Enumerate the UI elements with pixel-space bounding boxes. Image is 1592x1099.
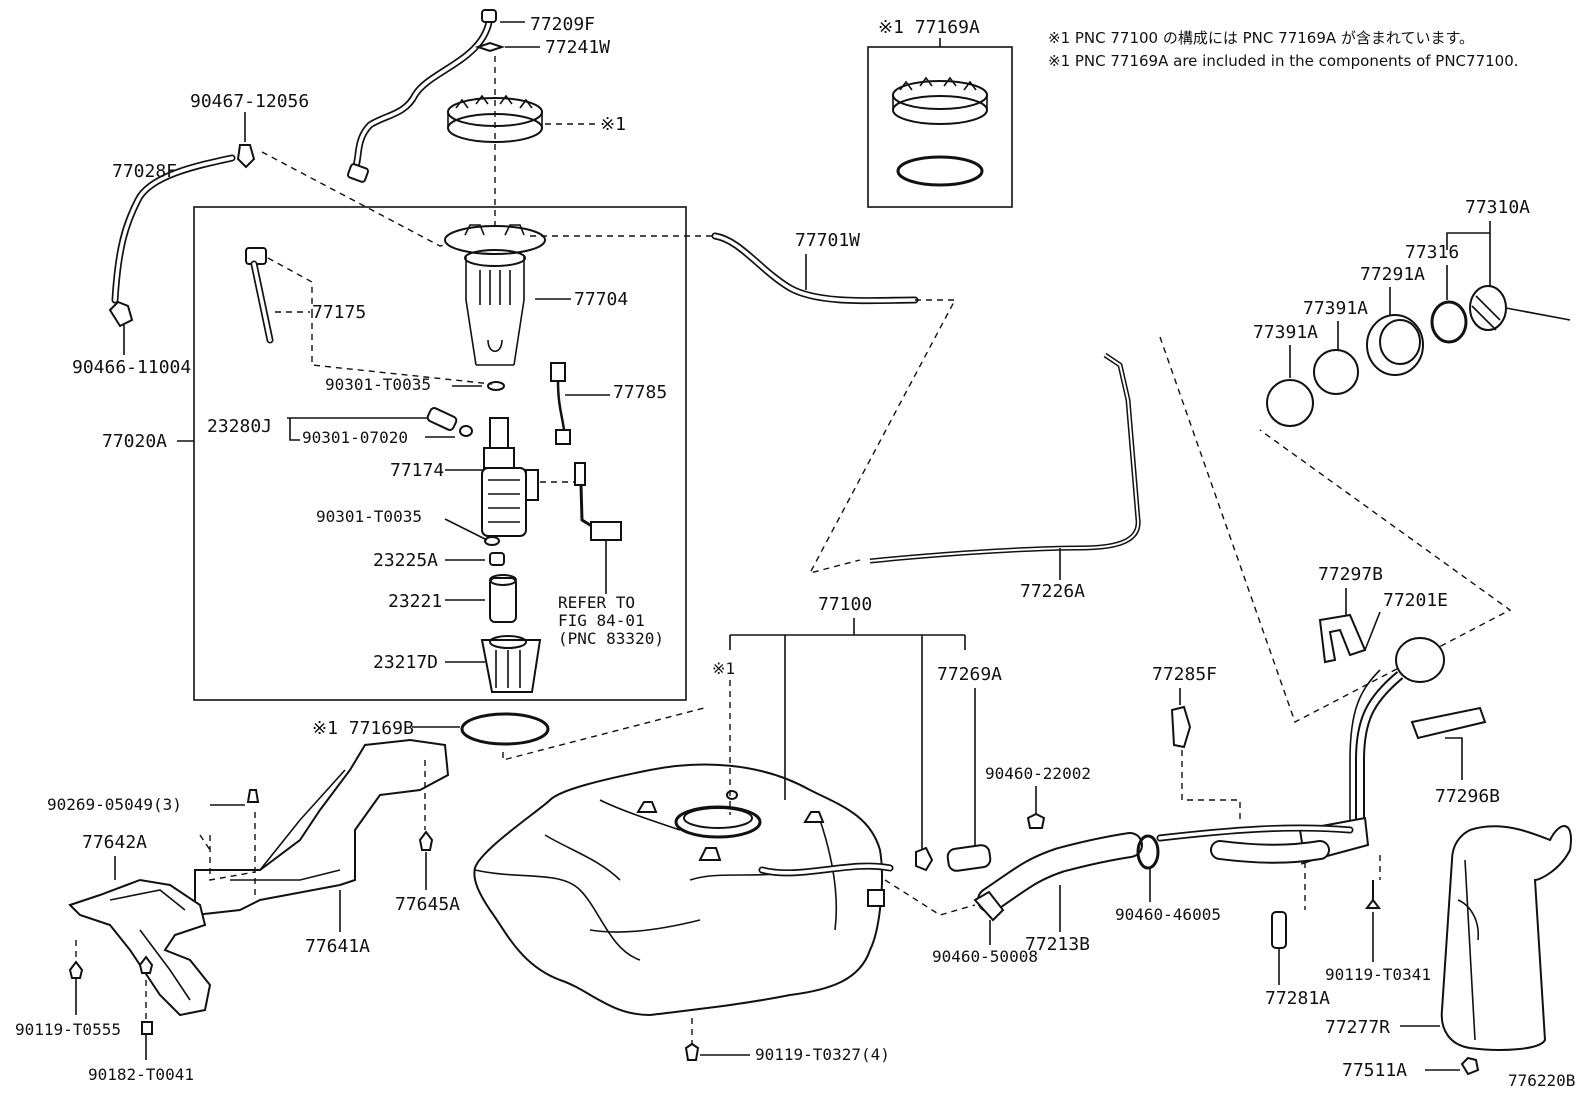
label-77297b[interactable]: 77297B: [1318, 564, 1383, 585]
label-77645a[interactable]: 77645A: [395, 894, 460, 915]
label-77291a[interactable]: 77291A: [1360, 264, 1425, 285]
label-mark1-tank[interactable]: ※1: [712, 659, 735, 678]
sender-gauge-77175: [245, 247, 274, 344]
label-90460-22002[interactable]: 90460-22002: [985, 764, 1091, 783]
label-77269a[interactable]: 77269A: [937, 664, 1002, 685]
clamp-77269a: [915, 844, 992, 872]
label-77020a[interactable]: 77020A: [102, 431, 167, 452]
refer-line-2: FIG 84-01: [558, 611, 645, 630]
label-77310a[interactable]: 77310A: [1465, 197, 1530, 218]
protector-77277r: [1440, 825, 1572, 1051]
label-90466-11004[interactable]: 90466-11004: [72, 357, 191, 378]
label-77241w[interactable]: 77241W: [545, 37, 610, 58]
fuel-tank-77100: [473, 763, 894, 1017]
label-23225a[interactable]: 23225A: [373, 550, 438, 571]
label-77169a[interactable]: ※1 77169A: [878, 17, 980, 38]
label-77175[interactable]: 77175: [312, 302, 366, 323]
label-23217d[interactable]: 23217D: [373, 652, 438, 673]
label-77100[interactable]: 77100: [818, 594, 872, 615]
label-77642a[interactable]: 77642A: [82, 832, 147, 853]
label-90301-07020[interactable]: 90301-07020: [302, 428, 408, 447]
figure-number: 776220B: [1508, 1071, 1575, 1090]
label-77785[interactable]: 77785: [613, 382, 667, 403]
fuel-pump-housing-77704: [444, 224, 546, 366]
label-90119-t0327[interactable]: 90119-T0327(4): [755, 1045, 890, 1064]
label-77391a-upper[interactable]: 77391A: [1303, 298, 1368, 319]
label-77281a[interactable]: 77281A: [1265, 988, 1330, 1009]
bracket-77642a: [68, 878, 212, 1017]
sensor-77281a: [1271, 911, 1287, 960]
inset-77169a: [867, 46, 1013, 208]
label-77701w[interactable]: 77701W: [795, 230, 860, 251]
label-90119-t0341[interactable]: 90119-T0341: [1325, 965, 1431, 984]
label-77641a[interactable]: 77641A: [305, 936, 370, 957]
label-77511a[interactable]: 77511A: [1342, 1060, 1407, 1081]
sender-arm: [574, 462, 622, 541]
label-77028f[interactable]: 77028F: [112, 161, 177, 182]
label-77209f[interactable]: 77209F: [530, 14, 595, 35]
refer-line-1: REFER TO: [558, 593, 635, 612]
refer-line-3: (PNC 83320): [558, 629, 664, 648]
label-77169b[interactable]: ※1 77169B: [312, 718, 414, 739]
label-90301-t0035-upper[interactable]: 90301-T0035: [325, 375, 431, 394]
wire-harness-77785: [550, 362, 571, 445]
label-90460-46005[interactable]: 90460-46005: [1115, 905, 1221, 924]
gasket-77316: [1430, 300, 1468, 344]
label-90182-t0041[interactable]: 90182-T0041: [88, 1065, 194, 1084]
label-77174[interactable]: 77174: [390, 460, 444, 481]
note-english: ※1 PNC 77169A are included in the compon…: [1048, 52, 1519, 70]
fuel-pump-module-77174: [481, 417, 539, 537]
bracket-77296b: [1410, 706, 1487, 740]
bracket-77297b: [1318, 613, 1367, 664]
label-90119-t0555[interactable]: 90119-T0555: [15, 1020, 121, 1039]
label-77316[interactable]: 77316: [1405, 242, 1459, 263]
fuel-pump-23221: [489, 574, 517, 623]
filler-neck-ring-77291a: [1366, 314, 1424, 376]
label-77226a[interactable]: 77226A: [1020, 581, 1085, 602]
label-90467-12056[interactable]: 90467-12056: [190, 91, 309, 112]
tank-shield-77641a: [194, 738, 450, 917]
label-mark1-ring[interactable]: ※1: [600, 114, 626, 135]
label-23280j[interactable]: 23280J: [207, 416, 272, 437]
label-77285f[interactable]: 77285F: [1152, 664, 1217, 685]
label-23221[interactable]: 23221: [388, 591, 442, 612]
pump-assembly-box: [193, 206, 687, 701]
fuel-cap-77310a: [1469, 285, 1571, 331]
fuel-filter-23217d: [480, 635, 542, 693]
label-90460-50008[interactable]: 90460-50008: [932, 947, 1038, 966]
label-77296b[interactable]: 77296B: [1435, 786, 1500, 807]
label-90269-05049[interactable]: 90269-05049(3): [47, 795, 182, 814]
label-77277r[interactable]: 77277R: [1325, 1017, 1390, 1038]
note-japanese: ※1 PNC 77100 の構成には PNC 77169A が含まれています。: [1048, 29, 1474, 47]
label-90301-t0035-lower[interactable]: 90301-T0035: [316, 507, 422, 526]
label-77213b[interactable]: 77213B: [1025, 934, 1090, 955]
label-77201e[interactable]: 77201E: [1383, 590, 1448, 611]
label-77391a-lower[interactable]: 77391A: [1253, 322, 1318, 343]
label-77704[interactable]: 77704: [574, 289, 628, 310]
